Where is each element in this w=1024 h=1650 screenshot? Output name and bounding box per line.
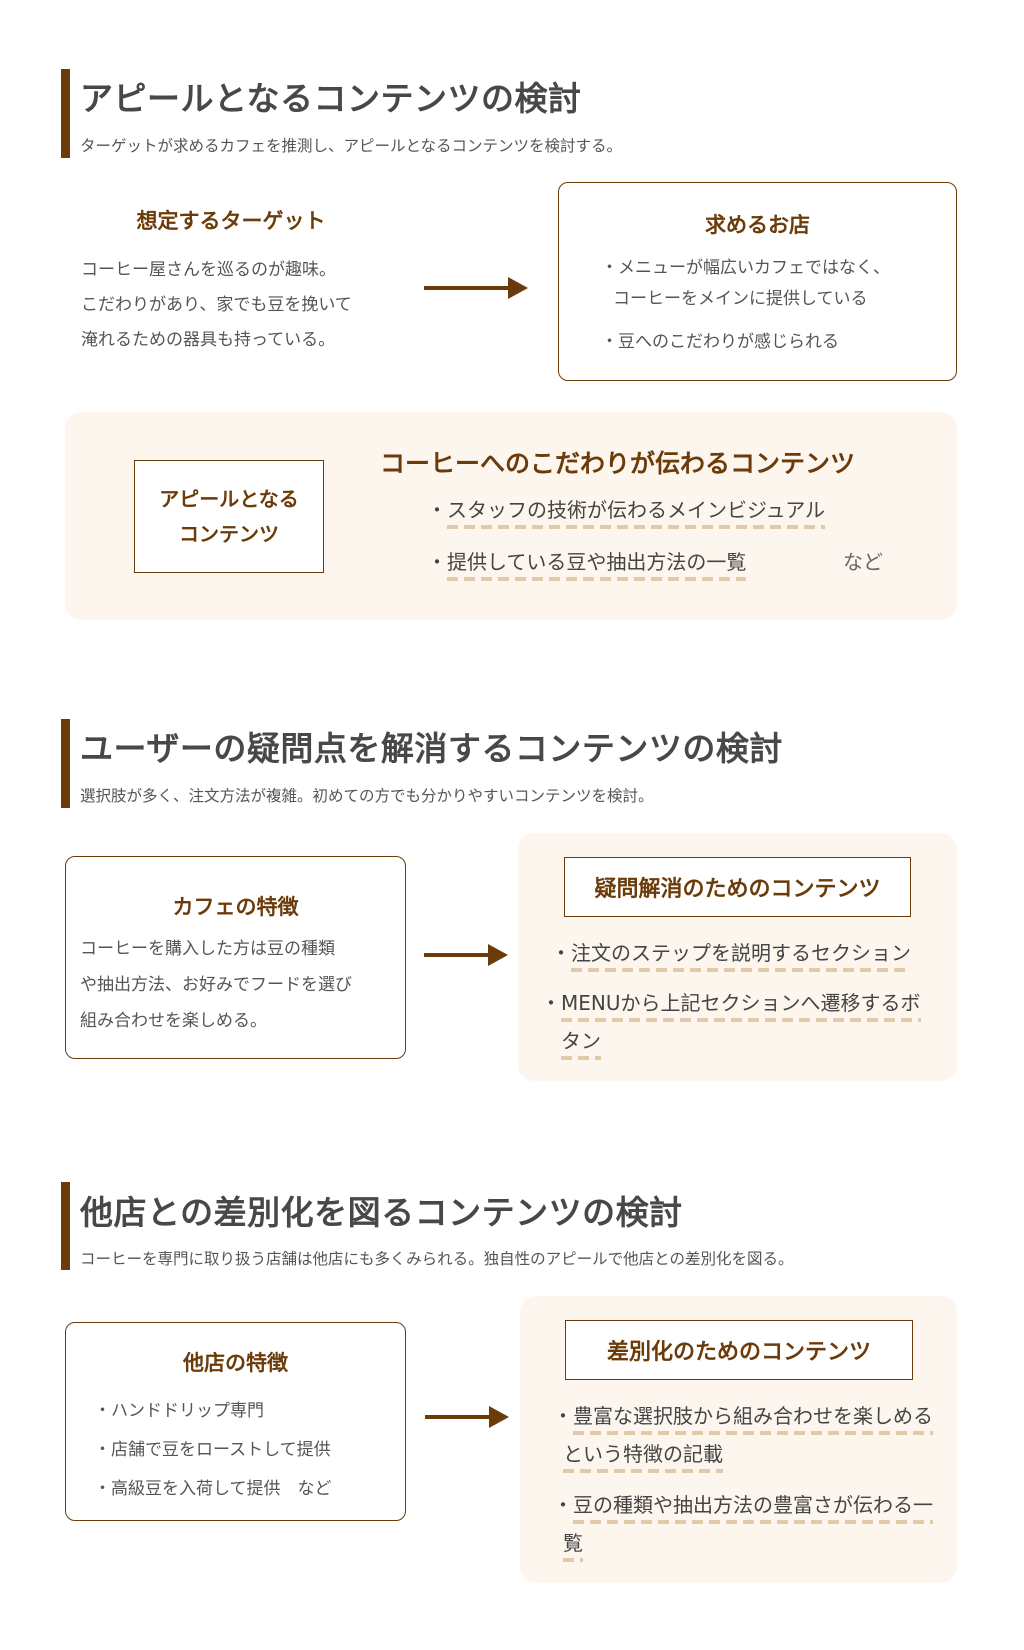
differentiation-content-panel: 差別化のためのコンテンツ ・豊富な選択肢から組み合わせを楽しめるという特徴の記載… [520,1296,957,1583]
bullet-item: ・豆の種類や抽出方法の豊富さが伝わる一覧 [553,1486,933,1562]
bullet-text: MENUから上記セクションへ遷移するボタン [561,991,921,1060]
shop-heading: 求めるお店 [705,213,810,237]
bullet-text: スタッフの技術が伝わるメインビジュアル [447,498,825,529]
text-line: 淹れるための器具も持っている。 [81,330,336,350]
appeal-content-panel: アピールとなるコンテンツ コーヒーへのこだわりが伝わるコンテンツ ・スタッフの技… [65,412,957,620]
section-subtitle: コーヒーを専門に取り扱う店舗は他店にも多くみられる。独自性のアピールで他店との差… [80,1250,794,1268]
text-line: ・ハンドドリップ専門 [94,1401,264,1421]
desired-shop-card: 求めるお店 ・メニューが幅広いカフェではなく、 コーヒーをメインに提供している … [558,182,957,381]
text-line: コーヒー屋さんを巡るのが趣味。 [81,260,336,280]
text-line: ・豆へのこだわりが感じられる [601,332,839,352]
card-heading: カフェの特徴 [172,895,299,919]
bullet-mark: ・ [541,991,561,1015]
bullet-item: ・提供している豆や抽出方法の一覧 [427,543,747,581]
content-heading: コーヒーへのこだわりが伝わるコンテンツ [380,449,856,478]
bullet-item: ・MENUから上記セクションへ遷移するボタン [541,984,931,1060]
text-line: コンテンツ [179,521,279,546]
text-line: や抽出方法、お好みでフードを選び [80,975,352,995]
section-accent-bar [61,719,70,808]
section-title: 他店との差別化を図るコンテンツの検討 [80,1193,683,1232]
bullet-item: ・注文のステップを説明するセクション [551,934,911,972]
text-line: アピールとなる [159,486,299,511]
text-line: ・店舗で豆をローストして提供 [94,1440,331,1460]
text-line: 組み合わせを楽しめる。 [80,1011,267,1031]
panel-heading: 疑問解消のためのコンテンツ [564,857,911,917]
section-subtitle: 選択肢が多く、注文方法が複雑。初めての方でも分かりやすいコンテンツを検討。 [80,787,654,805]
section-accent-bar [61,69,70,158]
faq-content-panel: 疑問解消のためのコンテンツ ・注文のステップを説明するセクション ・MENUから… [518,833,957,1081]
appeal-label-box: アピールとなるコンテンツ [134,460,324,573]
bullet-mark: ・ [553,1493,573,1517]
section-subtitle: ターゲットが求めるカフェを推測し、アピールとなるコンテンツを検討する。 [80,137,623,155]
text-line: こだわりがあり、家でも豆を挽いて [81,295,352,315]
card-heading: 他店の特徴 [183,1351,288,1375]
bullet-mark: ・ [427,550,447,574]
bullet-mark: ・ [551,941,571,965]
text-line: コーヒーを購入した方は豆の種類 [80,939,335,959]
text-line: ・高級豆を入荷して提供 など [94,1479,332,1499]
section-accent-bar [61,1182,70,1270]
section-title: ユーザーの疑問点を解消するコンテンツの検討 [80,729,783,768]
bullet-mark: ・ [427,498,447,522]
bullet-mark: ・ [553,1404,573,1428]
bullet-text: 豊富な選択肢から組み合わせを楽しめるという特徴の記載 [563,1404,933,1473]
target-description: コーヒー屋さんを巡るのが趣味。 こだわりがあり、家でも豆を挽いて 淹れるための器… [81,253,352,358]
arrow-right-icon [424,277,528,299]
target-heading: 想定するターゲット [136,209,326,233]
panel-heading: 差別化のためのコンテンツ [565,1320,913,1380]
cafe-features-card: カフェの特徴 コーヒーを購入した方は豆の種類 や抽出方法、お好みでフードを選び … [65,856,406,1059]
text-line: コーヒーをメインに提供している [613,289,868,309]
bullet-text: 注文のステップを説明するセクション [571,941,911,972]
bullet-item: ・スタッフの技術が伝わるメインビジュアル [427,491,825,529]
arrow-right-icon [425,1406,509,1428]
competitor-features-card: 他店の特徴 ・ハンドドリップ専門 ・店舗で豆をローストして提供 ・高級豆を入荷し… [65,1322,406,1521]
text-line: ・メニューが幅広いカフェではなく、 [601,258,890,278]
bullet-item: ・豊富な選択肢から組み合わせを楽しめるという特徴の記載 [553,1397,933,1473]
arrow-right-icon [424,944,508,966]
section-title: アピールとなるコンテンツの検討 [80,79,582,118]
bullet-text: 豆の種類や抽出方法の豊富さが伝わる一覧 [563,1493,933,1562]
etc-label: など [843,550,883,574]
bullet-text: 提供している豆や抽出方法の一覧 [447,550,747,581]
